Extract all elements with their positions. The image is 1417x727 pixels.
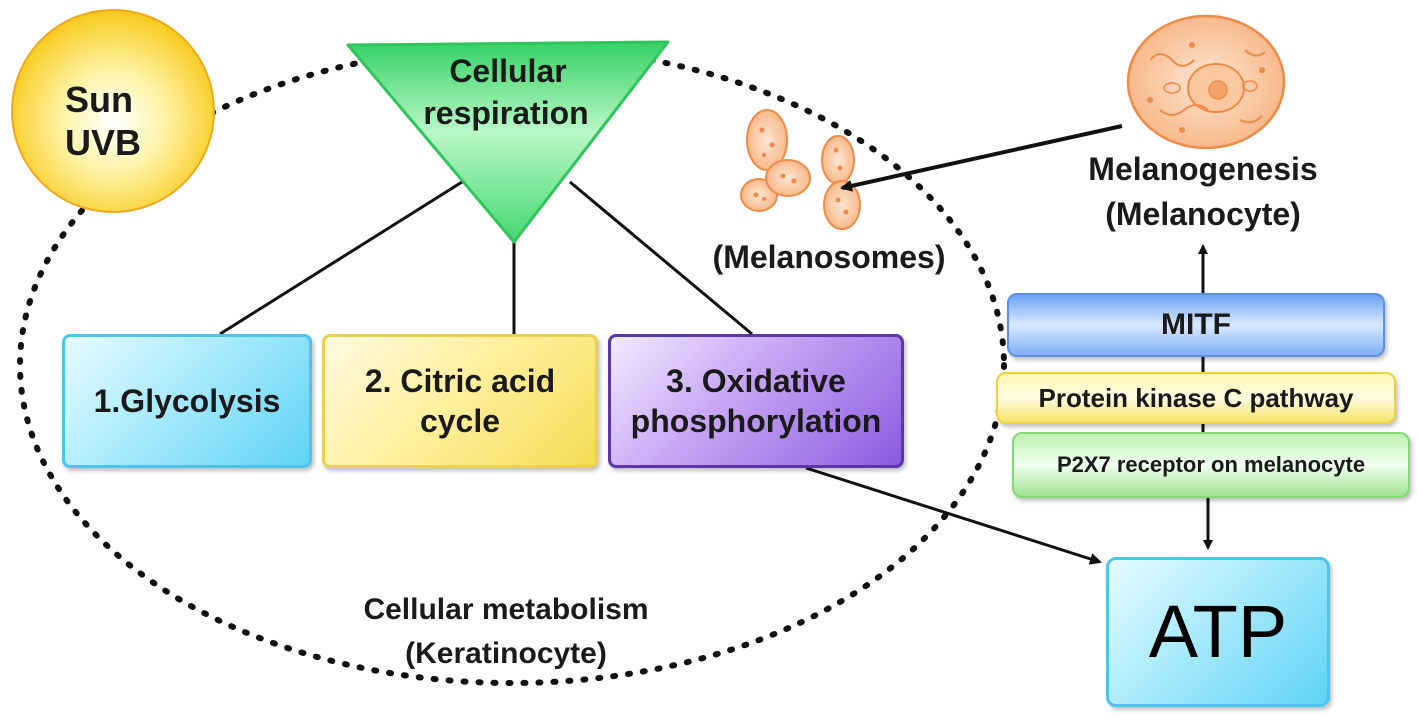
melanosomes-icon — [740, 109, 861, 230]
glycolysis-label: 1.Glycolysis — [93, 383, 281, 419]
p2x7-receptor-box: P2X7 receptor on melanocyte — [1012, 432, 1410, 498]
metabolism-label: Cellular metabolism — [363, 593, 648, 626]
pkc-label: Protein kinase C pathway — [1038, 382, 1354, 413]
melanocyte-to-melanosomes-arrow — [840, 124, 1123, 192]
citric-acid-cycle-box: 2. Citric acid cycle — [322, 334, 598, 468]
mitf-box: MITF — [1007, 293, 1385, 357]
cellular-respiration-triangle — [346, 40, 670, 244]
oxphos-to-atp-arrow — [805, 466, 1102, 565]
oxidative-phosphorylation-box: 3. Oxidative phosphorylation — [608, 334, 904, 468]
respiration-label-line2: respiration — [423, 95, 588, 131]
glycolysis-box: 1.Glycolysis — [62, 334, 312, 468]
melanocyte-cell-icon — [1126, 14, 1286, 150]
melanosomes-label: (Melanosomes) — [713, 239, 946, 275]
oxphos-label-line1: 3. Oxidative — [666, 363, 846, 399]
melanocyte-label: (Melanocyte) — [1105, 196, 1301, 232]
citric-label-line1: 2. Citric acid — [364, 363, 556, 399]
atp-label: ATP — [1148, 589, 1288, 673]
atp-box: ATP — [1106, 557, 1330, 707]
respiration-label-line1: Cellular — [449, 53, 566, 89]
protein-kinase-c-box: Protein kinase C pathway — [996, 372, 1396, 424]
sun-circle — [11, 9, 215, 213]
melanogenesis-label: Melanogenesis — [1088, 151, 1317, 187]
uvb-label: UVB — [65, 122, 141, 163]
oxphos-label-line2: phosphorylation — [630, 403, 882, 439]
citric-label-line2: cycle — [419, 403, 501, 439]
p2x7-label: P2X7 receptor on melanocyte — [1056, 452, 1366, 478]
keratinocyte-boundary — [17, 44, 1007, 686]
connector-oxphos — [569, 180, 753, 336]
keratinocyte-label: (Keratinocyte) — [405, 637, 607, 670]
mitf-label: MITF — [1161, 308, 1231, 342]
sun-label: Sun — [65, 79, 133, 120]
connector-glycolysis — [219, 180, 463, 336]
